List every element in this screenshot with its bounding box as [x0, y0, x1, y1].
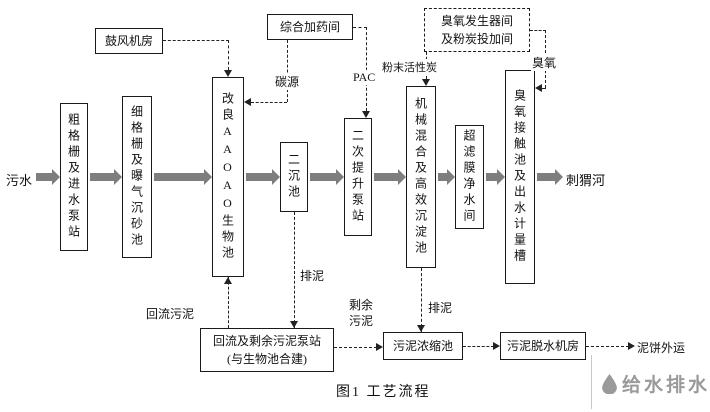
watermark-divider [591, 355, 592, 409]
main-flow-arrow [154, 169, 212, 185]
label-excess-sludge: 剩余 污泥 [347, 297, 375, 329]
dewatering-label: 污泥脱水机房 [506, 339, 579, 353]
stage-box-fine-screen-grit: 细格栅及曝气沉砂池 [122, 96, 152, 258]
excess-sludge-arrowhead-icon [376, 343, 383, 351]
label-mixing-drain: 排泥 [427, 299, 454, 316]
stage-label: 细格栅及曝气沉砂池 [129, 105, 144, 249]
label-ozone: 臭氧 [531, 54, 558, 71]
stage-box-mixing-sedimentation: 机械混合及高效沉淀池 [406, 86, 436, 268]
pump-station-label-line2: (与生物池合建) [227, 352, 307, 366]
pac-dosing-line-h [353, 27, 367, 28]
box-sludge-dewatering: 污泥脱水机房 [500, 332, 586, 360]
watermark-brand: 给水排水 [622, 375, 710, 396]
label-carbon-source: 碳源 [274, 73, 301, 90]
main-flow-arrow [537, 169, 563, 185]
stage-label: 粗格栅及进水泵站 [66, 113, 81, 241]
label-secondary-drain: 排泥 [299, 267, 326, 284]
ozone-feed-arrowhead-icon [535, 84, 542, 92]
stage-label: 二次提升泵站 [350, 129, 365, 225]
stage-box-aaoao-bio-pool: 改良AAOAO生物池 [212, 77, 244, 277]
box-return-sludge-pump-station: 回流及剩余污泥泵站 (与生物池合建) [200, 328, 334, 372]
ozone-feed-line-h1 [530, 30, 546, 31]
label-pac: PAC [352, 70, 377, 85]
pac-dosing-arrowhead-icon [362, 111, 370, 118]
excess-sludge-line-h [334, 347, 377, 348]
watermark: 给水排水 [602, 370, 710, 397]
box-ozone-generator-room: 臭氧发生器间 及粉炭投加间 [424, 8, 530, 52]
stage-label: 改良AAOAO生物池 [220, 92, 235, 262]
main-flow-arrow [36, 169, 60, 185]
carbon-dosing-line-h [251, 102, 287, 103]
pump-station-label-line1: 回流及剩余污泥泵站 [212, 334, 321, 348]
secondary-drain-arrowhead-icon [290, 321, 298, 328]
label-powdered-carbon: 粉末活性炭 [381, 59, 438, 75]
label-return-sludge: 回流污泥 [146, 307, 195, 321]
ozone-room-label-line2: 及粉炭投加间 [440, 32, 513, 46]
thickener-out-arrowhead-icon [493, 342, 500, 350]
stage-label: 二沉池 [286, 153, 301, 201]
main-flow-arrow [486, 169, 505, 185]
stage-box-ozone-contact: 臭氧接触池及出水计量槽 [505, 70, 535, 284]
pac-dosing-line-v [366, 27, 367, 111]
main-flow-arrow [438, 169, 455, 185]
excess-sludge-line1: 剩余 [348, 298, 373, 312]
blower-air-arrowhead-icon [224, 70, 232, 77]
label-effluent-river: 刺猬河 [566, 173, 606, 188]
thickener-out-line-h [463, 346, 494, 347]
cake-out-arrowhead-icon [628, 342, 635, 350]
label-influent: 污水 [6, 173, 33, 188]
watermark-logo-icon [602, 373, 617, 394]
blower-room-label: 鼓风机房 [104, 34, 153, 48]
stage-box-secondary-clarifier: 二沉池 [280, 142, 308, 212]
box-dosing-room: 综合加药间 [267, 14, 353, 40]
powdered-carbon-arrowhead-icon [422, 79, 430, 86]
mixing-drain-line-v [421, 268, 422, 332]
main-flow-arrow [90, 169, 122, 185]
stage-label: 臭氧接触池及出水计量槽 [512, 89, 527, 265]
figure-caption: 图1 工艺流程 [336, 385, 431, 400]
main-flow-arrow [246, 169, 280, 185]
stage-box-coarse-screen-pump: 粗格栅及进水泵站 [60, 103, 88, 251]
ozone-feed-line-h2 [541, 88, 546, 89]
main-flow-arrow [374, 169, 406, 185]
excess-sludge-line2: 污泥 [348, 314, 373, 328]
return-sludge-arrowhead-icon [224, 277, 232, 284]
stage-box-ultrafiltration: 超滤膜净水间 [455, 125, 484, 229]
mixing-drain-arrowhead-icon [417, 325, 425, 332]
carbon-dosing-line-v [287, 40, 288, 102]
dosing-room-label: 综合加药间 [279, 20, 340, 34]
stage-label: 机械混合及高效沉淀池 [413, 97, 428, 257]
blower-air-line-h [163, 40, 229, 41]
thickener-label: 污泥浓缩池 [392, 339, 453, 353]
label-sludge-cake-out: 泥饼外运 [637, 341, 686, 355]
secondary-drain-line-v [294, 212, 295, 328]
cake-out-line-h [586, 346, 629, 347]
stage-box-secondary-lift-pump: 二次提升泵站 [344, 118, 372, 236]
stage-label: 超滤膜净水间 [462, 129, 476, 225]
ozone-room-label-line1: 臭氧发生器间 [440, 14, 513, 28]
blower-air-line-v [228, 40, 229, 70]
main-flow-arrow [310, 169, 344, 185]
carbon-dosing-arrowhead-icon [244, 98, 251, 106]
box-blower-room: 鼓风机房 [95, 28, 163, 54]
box-sludge-thickener: 污泥浓缩池 [383, 332, 463, 360]
return-sludge-line-v [228, 277, 229, 328]
